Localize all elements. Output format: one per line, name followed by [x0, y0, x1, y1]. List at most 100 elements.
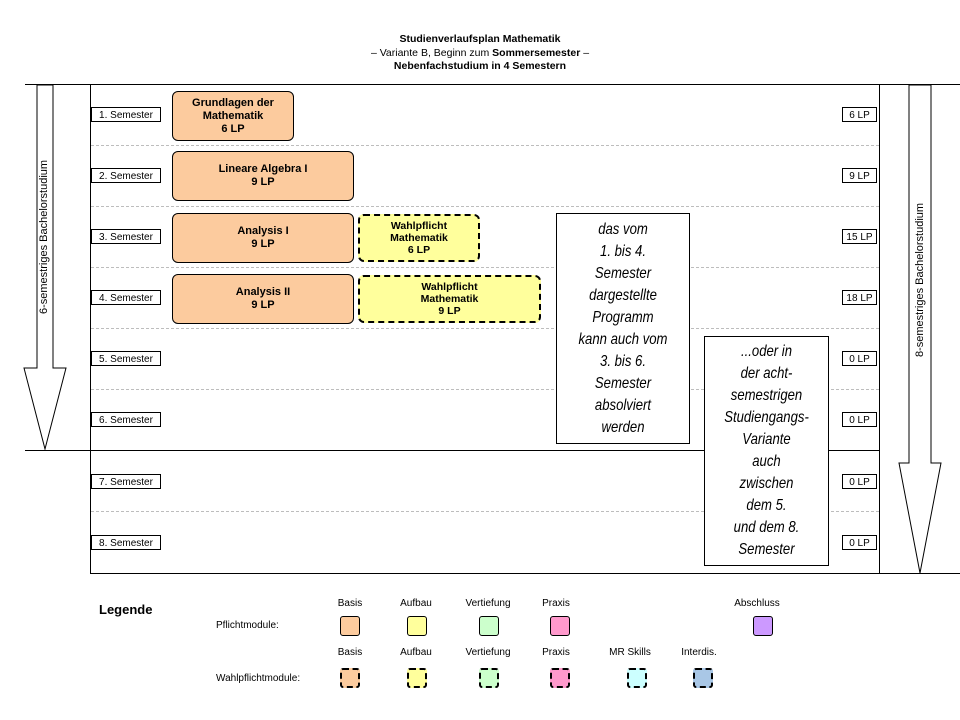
note-line: dem 5. — [746, 497, 787, 514]
semester-label-8: 8. Semester — [91, 535, 161, 550]
lp-semester-6: 0 LP — [842, 412, 877, 427]
module-analysis-2: Analysis II 9 LP — [172, 274, 354, 324]
left-arrow-icon — [23, 85, 67, 451]
note-line: semestrigen — [730, 387, 803, 404]
legend-wahl-aufbau-label: Aufbau — [400, 647, 432, 658]
legend-wahl-basis-label: Basis — [337, 647, 363, 658]
module-name: Wahlpflicht — [390, 220, 448, 232]
lp-semester-4: 18 LP — [842, 290, 877, 305]
legend-wahl-vertiefung-swatch — [479, 668, 499, 688]
right-arrow-icon — [898, 85, 942, 574]
legend-wahl-interdis-swatch — [693, 668, 713, 688]
note-8-semester: ...oder in der acht- semestrigen Studien… — [704, 336, 829, 566]
module-credits: 6 LP — [221, 122, 245, 135]
note-line: absolviert — [594, 396, 652, 414]
module-name: Grundlagen der — [192, 96, 274, 109]
legend-pflicht-praxis-label: Praxis — [542, 598, 570, 609]
lp-semester-7: 0 LP — [842, 474, 877, 489]
bottom-border — [90, 573, 960, 574]
legend-pflicht-basis-swatch — [340, 616, 360, 636]
module-lineare-algebra-1: Lineare Algebra I 9 LP — [172, 151, 354, 201]
left-arrow-label: 6-semestriges Bachelorstudium — [38, 159, 50, 314]
legend-pflicht-aufbau-swatch — [407, 616, 427, 636]
note-line: Programm — [592, 308, 654, 326]
semester-label-7: 7. Semester — [91, 474, 161, 489]
left-border — [90, 84, 91, 573]
module-name: Lineare Algebra I — [218, 163, 308, 175]
note-line: Semester — [738, 541, 795, 558]
lp-semester-1: 6 LP — [842, 107, 877, 122]
module-credits: 9 LP — [251, 176, 275, 188]
semester-label-3: 3. Semester — [91, 229, 161, 244]
module-name: Analysis I — [237, 225, 289, 237]
module-name: Mathematik — [390, 232, 448, 244]
module-name: Mathematik — [420, 293, 479, 305]
legend-title: Legende — [99, 602, 153, 617]
module-wahlpflicht-mathematik-9lp: Wahlpflicht Mathematik 9 LP — [358, 275, 541, 323]
title-line-3: Nebenfachstudium in 4 Semestern — [393, 60, 567, 72]
semester-label-4: 4. Semester — [91, 290, 161, 305]
row-separator — [91, 206, 879, 207]
legend-pflicht-praxis-swatch — [550, 616, 570, 636]
legend-wahl-mr-skills-swatch — [627, 668, 647, 688]
legend-wahl-mr-skills-label: MR Skills — [609, 647, 651, 658]
top-border — [25, 84, 960, 85]
note-line: der acht- — [740, 365, 793, 382]
note-line: Semester — [594, 374, 652, 392]
lp-semester-5: 0 LP — [842, 351, 877, 366]
title-line-2-suffix: – — [580, 46, 590, 59]
module-grundlagen-der-mathematik: Grundlagen der Mathematik 6 LP — [172, 91, 294, 141]
semester-label-6: 6. Semester — [91, 412, 161, 427]
legend-pflicht-vertiefung-swatch — [479, 616, 499, 636]
semester-label-1: 1. Semester — [91, 107, 161, 122]
page-title: Studienverlaufsplan Mathematik – Variant… — [280, 33, 680, 74]
legend-pflicht-label: Pflichtmodule: — [216, 620, 279, 631]
note-line: Variante — [742, 431, 791, 448]
module-credits: 9 LP — [251, 299, 275, 311]
title-line-2-bold: Sommersemester — [492, 46, 581, 59]
module-credits: 6 LP — [407, 244, 431, 256]
note-line: dargestellte — [589, 286, 657, 304]
title-line-2-prefix: – Variante B, Beginn zum — [370, 46, 493, 59]
note-line: 3. bis 6. — [600, 352, 646, 370]
module-name: Analysis II — [235, 286, 291, 298]
module-credits: 9 LP — [438, 305, 461, 317]
semester-label-2: 2. Semester — [91, 168, 161, 183]
note-line: 1. bis 4. — [600, 242, 646, 260]
legend-wahl-interdis-label: Interdis. — [681, 647, 717, 658]
module-name: Mathematik — [202, 109, 264, 122]
row-separator — [91, 145, 879, 146]
lp-semester-3: 15 LP — [842, 229, 877, 244]
note-line: kann auch vom — [578, 330, 668, 348]
legend-wahl-basis-swatch — [340, 668, 360, 688]
note-line: zwischen — [739, 475, 794, 492]
legend-wahl-praxis-label: Praxis — [542, 647, 570, 658]
title-line-1: Studienverlaufsplan Mathematik — [399, 33, 561, 45]
note-line: das vom — [598, 220, 648, 238]
legend-wahl-vertiefung-label: Vertiefung — [465, 647, 511, 658]
right-arrow-label: 8-semestriges Bachelorstudium — [914, 202, 926, 357]
note-line: Studiengangs- — [724, 409, 809, 426]
row-separator — [91, 267, 879, 268]
legend-wahl-label: Wahlpflichtmodule: — [216, 673, 301, 684]
note-line: Semester — [594, 264, 652, 282]
legend-pflicht-basis-label: Basis — [337, 598, 363, 609]
legend-pflicht-abschluss-label: Abschluss — [734, 598, 780, 609]
legend-wahl-praxis-swatch — [550, 668, 570, 688]
six-semester-divider — [25, 450, 880, 451]
module-name: Wahlpflicht — [421, 281, 478, 293]
title-line-2: – Variante B, Beginn zum Sommersemester … — [280, 47, 680, 61]
note-line: ...oder in — [740, 343, 793, 360]
note-line: werden — [601, 418, 645, 436]
semester-label-5: 5. Semester — [91, 351, 161, 366]
note-line: und dem 8. — [733, 519, 800, 536]
note-6-semester: das vom 1. bis 4. Semester dargestellte … — [556, 213, 690, 444]
row-separator — [91, 328, 879, 329]
lp-semester-2: 9 LP — [842, 168, 877, 183]
legend-pflicht-abschluss-swatch — [753, 616, 773, 636]
row-separator — [91, 389, 879, 390]
module-credits: 9 LP — [251, 238, 275, 250]
legend-pflicht-aufbau-label: Aufbau — [400, 598, 432, 609]
legend-pflicht-vertiefung-label: Vertiefung — [465, 598, 511, 609]
lp-semester-8: 0 LP — [842, 535, 877, 550]
